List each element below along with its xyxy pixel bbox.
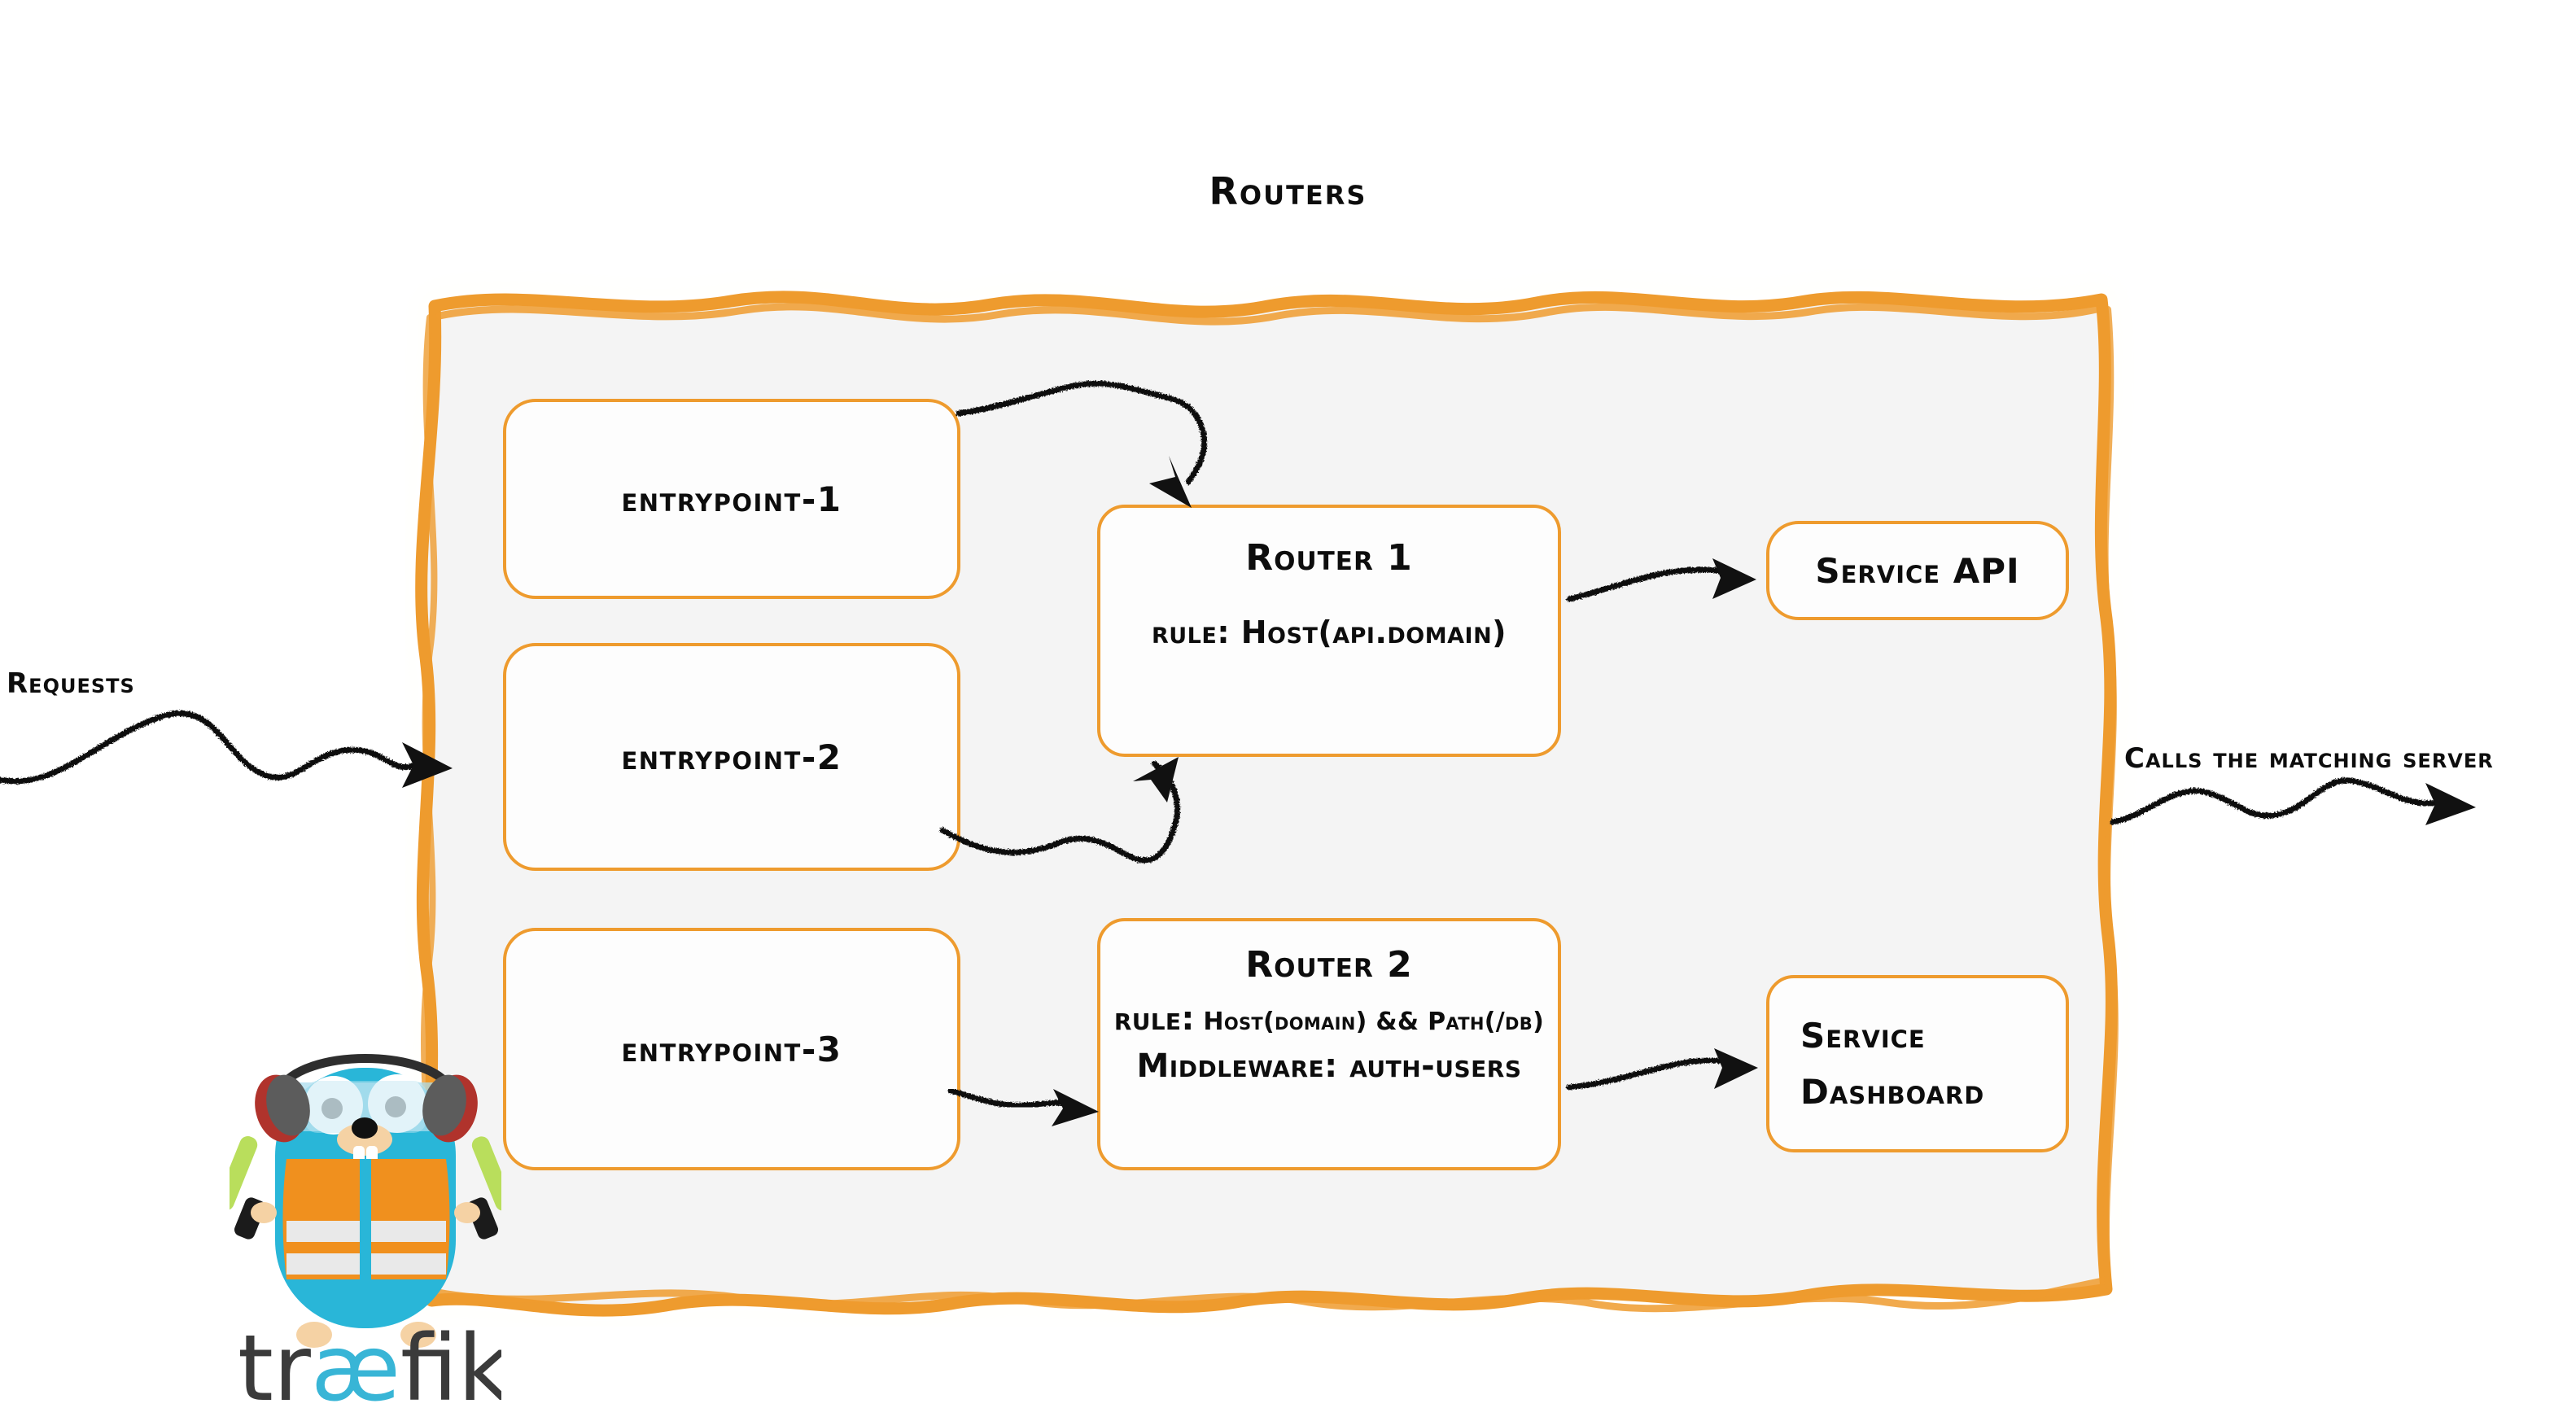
entrypoint-3-box[interactable]: entrypoint-3 [503,928,960,1170]
wordmark-part1: tr [238,1316,312,1408]
wordmark-part2: fik [400,1316,501,1408]
safety-vest-icon [282,1159,450,1283]
router-1-rule: rule: Host(api.domain) [1151,614,1507,650]
baton-right-icon [466,1136,514,1240]
router-1-box[interactable]: Router 1 rule: Host(api.domain) [1097,505,1561,757]
entrypoint-1-label: entrypoint-1 [621,479,842,519]
gopher-pupil-right [385,1096,406,1117]
gopher-snout [337,1123,392,1156]
gopher-hand-left [251,1202,277,1223]
service-api-label: Service API [1815,550,2020,591]
headphone-band-icon [275,1054,456,1094]
headphone-cup-left-icon [255,1074,310,1143]
router-2-rule-key: rule: [1113,1000,1195,1038]
gopher-foot-right [400,1322,436,1348]
router-2-box[interactable]: Router 2 rule: Host(domain) && Path(/db)… [1097,918,1561,1170]
gopher-pupil-left [321,1098,343,1119]
arrow-container-to-matching-server [2110,777,2442,825]
traefik-logo: træfik [216,1035,514,1408]
gopher-nose-icon [352,1117,378,1139]
arrow-head-matching-server [2425,783,2476,825]
service-dashboard-label-line1: Service [1800,1016,1926,1056]
router-2-title: Router 2 [1245,944,1413,986]
router-2-rule: rule: Host(domain) && Path(/db) [1114,1000,1544,1038]
service-dashboard-label-line2: Dashboard [1800,1072,1985,1112]
router-2-rule-value: Host(domain) && Path(/db) [1203,1008,1545,1036]
service-api-box[interactable]: Service API [1766,521,2069,620]
goggles-lens-icon [304,1081,426,1133]
baton-left-icon [216,1136,266,1240]
page-title: Routers [1209,169,1367,213]
wordmark-ae: æ [311,1316,400,1408]
entrypoint-1-box[interactable]: entrypoint-1 [503,399,960,599]
gopher-hand-right [454,1202,480,1223]
traefik-wordmark: træfik [238,1316,501,1408]
router-2-middleware: Middleware: auth-users [1136,1047,1522,1085]
gopher-foot-left [296,1322,332,1348]
router-1-title: Router 1 [1245,537,1413,579]
headphone-cup-right-icon [422,1074,478,1143]
arrow-requests-to-container [0,710,418,785]
entrypoint-3-label: entrypoint-3 [621,1029,842,1069]
entrypoint-2-box[interactable]: entrypoint-2 [503,643,960,871]
requests-label: Requests [7,667,135,700]
service-dashboard-box[interactable]: Service Dashboard [1766,975,2069,1152]
entrypoint-2-label: entrypoint-2 [621,737,842,777]
traefik-gopher-illustration: træfik [216,1054,514,1408]
calls-matching-server-label: Calls the matching server [2124,742,2494,775]
